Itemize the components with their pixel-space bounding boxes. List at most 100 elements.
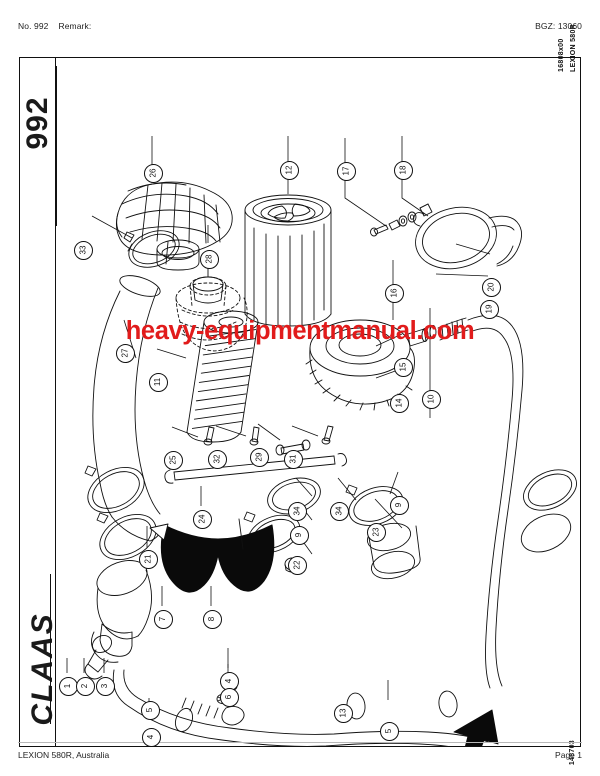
callout-25[interactable]: 25 [163, 450, 183, 470]
title-block-divider [56, 66, 57, 226]
callout-34[interactable]: 34 [287, 501, 307, 521]
footer-page-label: Page 1 [555, 750, 582, 760]
footer-divider [18, 742, 582, 743]
callout-4[interactable]: 4 [141, 727, 161, 747]
callout-21[interactable]: 21 [138, 549, 158, 569]
flow-arrow-small [149, 523, 169, 541]
footer-machine-label: LEXION 580R, Australia [18, 750, 110, 760]
callout-1[interactable]: 1 [58, 676, 78, 696]
callout-11[interactable]: 11 [148, 372, 168, 392]
callout-5[interactable]: 5 [140, 700, 160, 720]
part-ribbed-neck-16 [437, 317, 469, 341]
page-header: No. 992 Remark: BGZ: 13060 [18, 19, 582, 33]
callout-7[interactable]: 7 [153, 609, 173, 629]
callout-26[interactable]: 26 [143, 163, 163, 183]
part-clamp-right-edge [520, 469, 577, 553]
callout-6[interactable]: 6 [219, 687, 239, 707]
callout-label: 10 [426, 394, 435, 404]
callout-label: 32 [212, 454, 221, 464]
callout-9[interactable]: 9 [389, 495, 409, 515]
callout-17[interactable]: 17 [336, 161, 356, 181]
callout-label: 18 [398, 165, 407, 175]
callout-label: 4 [145, 734, 155, 740]
callout-22[interactable]: 22 [287, 555, 307, 575]
part-main-hose-10 [467, 314, 524, 689]
callout-24[interactable]: 24 [192, 509, 212, 529]
exploded-parts-artwork [56, 58, 580, 746]
callout-29[interactable]: 29 [249, 447, 269, 467]
callout-label: 7 [157, 616, 167, 622]
callout-16[interactable]: 16 [384, 283, 404, 303]
callout-19[interactable]: 19 [479, 299, 499, 319]
page-footer: LEXION 580R, Australia Page 1 [18, 748, 582, 762]
callout-27[interactable]: 27 [115, 343, 135, 363]
direction-arrow [453, 709, 499, 746]
part-pleated-element-11 [186, 310, 259, 443]
callout-14[interactable]: 14 [389, 393, 409, 413]
callout-label: 8 [206, 616, 216, 622]
part-collar-28 [156, 239, 200, 271]
callout-label: 14 [394, 398, 403, 408]
callout-9[interactable]: 9 [289, 525, 309, 545]
callout-label: 5 [144, 707, 154, 713]
callout-label: 20 [486, 282, 495, 292]
callout-label: 28 [204, 254, 213, 264]
callout-label: 27 [120, 348, 129, 358]
callout-20[interactable]: 20 [481, 277, 501, 297]
callout-label: 4 [223, 678, 233, 684]
callout-23[interactable]: 23 [366, 522, 386, 542]
callout-13[interactable]: 13 [333, 703, 353, 723]
callout-label: 24 [197, 514, 206, 524]
callout-31[interactable]: 31 [283, 449, 303, 469]
part-sleeve-23 [366, 522, 421, 580]
callout-8[interactable]: 8 [202, 609, 222, 629]
callout-label: 13 [338, 708, 347, 718]
callout-3[interactable]: 3 [95, 676, 115, 696]
callout-label: 3 [99, 683, 109, 689]
callout-label: 34 [334, 506, 343, 516]
callout-label: 9 [293, 532, 303, 538]
callout-label: 6 [223, 694, 233, 700]
catalog-number: No. 992 [18, 21, 49, 31]
callout-label: 21 [143, 554, 152, 564]
callout-label: 17 [341, 166, 350, 176]
callout-15[interactable]: 15 [393, 357, 413, 377]
callout-2[interactable]: 2 [75, 676, 95, 696]
callout-32[interactable]: 32 [207, 449, 227, 469]
part-bottom-clamp-5 [174, 707, 194, 733]
callout-label: 29 [254, 452, 263, 462]
callout-5[interactable]: 5 [379, 721, 399, 741]
callout-label: 16 [389, 288, 398, 298]
callout-label: 22 [292, 560, 301, 570]
part-bottom-hose [112, 669, 489, 746]
logo-divider-line [50, 574, 51, 724]
part-intake-pipe-27 [92, 275, 163, 542]
callout-label: 26 [148, 168, 157, 178]
part-bolt-assembly-17 [370, 203, 433, 237]
callout-12[interactable]: 12 [279, 160, 299, 180]
callout-28[interactable]: 28 [199, 249, 219, 269]
callout-label: 25 [168, 455, 177, 465]
callout-label: 15 [398, 362, 407, 372]
part-dust-bowl-13 [160, 524, 275, 593]
callout-label: 9 [393, 502, 403, 508]
part-fastener-group [203, 425, 334, 456]
callout-label: 33 [78, 245, 87, 255]
part-precleaner-dashed [175, 276, 248, 352]
part-bottom-clamp-5b [438, 690, 458, 718]
callout-label: 1 [62, 683, 72, 689]
part-dust-bowl-outline [238, 518, 244, 550]
part-canister-filter-12 [244, 194, 332, 327]
bgz-code: BGZ: 13060 [535, 21, 582, 31]
part-flex-boot-26 [115, 181, 233, 256]
callout-18[interactable]: 18 [393, 160, 413, 180]
part-strap-24 [164, 453, 347, 484]
callout-label: 2 [79, 683, 89, 689]
callout-label: 19 [484, 304, 493, 314]
remark-label: Remark: [58, 21, 92, 31]
callout-34[interactable]: 34 [329, 501, 349, 521]
callout-33[interactable]: 33 [73, 240, 93, 260]
callout-10[interactable]: 10 [421, 389, 441, 409]
callout-label: 31 [288, 454, 297, 464]
